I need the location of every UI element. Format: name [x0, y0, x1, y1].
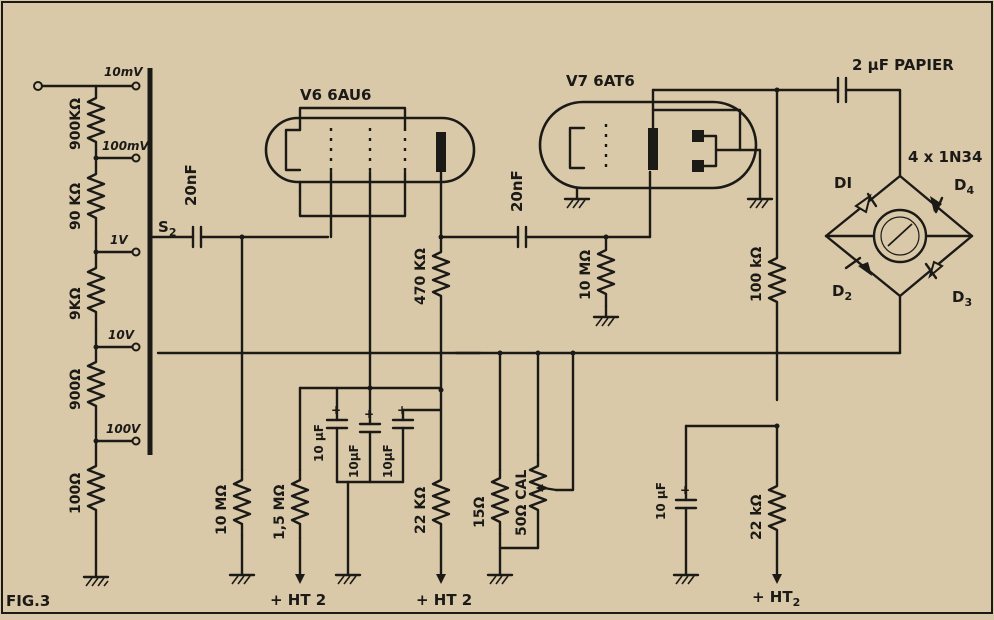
ground-right: [672, 573, 700, 585]
v7-stage: 20nF 10 MΩ V7 6AT6: [454, 56, 954, 609]
label-ht-b: + HT 2: [416, 591, 472, 609]
diode-plate-2: [692, 160, 704, 172]
ground-symbol: [82, 575, 110, 587]
label-r-grid: 10 MΩ: [214, 485, 230, 535]
tap-label-10mv: 10mV: [104, 65, 144, 79]
tap-100v[interactable]: [131, 436, 141, 446]
label-c-in: 20nF: [182, 164, 200, 206]
resistor-470k: [431, 235, 451, 312]
label-r-22k-right: 22 kΩ: [749, 494, 765, 540]
tube-v7: [538, 100, 758, 190]
label-d4: D4: [954, 176, 974, 197]
resistor-9k: [86, 250, 106, 332]
ground-v7cathode: [563, 197, 591, 209]
resistor-1m5: [290, 468, 310, 540]
plate-v6: [436, 132, 446, 172]
diode-d3: [924, 260, 944, 280]
tap-label-100v: 100V: [106, 422, 142, 436]
attenuator-ladder: 10mV 100mV 1V 10V 100V 900KΩ 90 KΩ 9KΩ 9…: [33, 65, 176, 587]
label-r-screen: 1,5 MΩ: [272, 484, 288, 540]
arrow-ht-b: [436, 574, 446, 584]
resistor-22k-left: [431, 468, 451, 540]
label-c10-3: 10µF: [381, 444, 395, 478]
label-9k: 9KΩ: [68, 287, 84, 320]
tap-label-10v: 10V: [108, 328, 136, 342]
meter-needle: [887, 223, 913, 247]
ground-cal: [486, 573, 514, 585]
diode-bridge: 4 x 1N34 DI D4 D2 D3: [824, 148, 982, 309]
tap-100mv[interactable]: [131, 153, 141, 163]
label-r-15: 15Ω: [472, 497, 488, 528]
v6-stage: 20nF 10 MΩ V6 6AU6: [148, 86, 520, 609]
diode-d1: [854, 192, 878, 214]
label-d3: D3: [952, 288, 972, 309]
label-c10-right: 10 µF: [654, 482, 668, 520]
ground-v7grid: [592, 315, 620, 327]
label-d1: DI: [834, 174, 852, 192]
ground-grid: [228, 573, 256, 585]
svg-text:+: +: [680, 483, 690, 497]
resistor-100k: [767, 248, 787, 316]
diode-d4: [930, 196, 944, 214]
label-900k: 900KΩ: [68, 98, 84, 150]
tap-10mv[interactable]: [131, 81, 141, 91]
svg-text:+: +: [397, 403, 407, 417]
ground-v7diode: [746, 197, 774, 209]
label-ht-c: + HT2: [752, 588, 800, 609]
label-c10-1: 10 µF: [312, 424, 326, 462]
resistor-900: [86, 345, 106, 426]
label-r-v7grid: 10 MΩ: [578, 250, 594, 300]
label-100: 100Ω: [68, 473, 84, 514]
label-90k: 90 KΩ: [68, 183, 84, 230]
resistor-900k: [86, 90, 106, 152]
resistor-90k: [86, 156, 106, 236]
resistor-10m-v7: [596, 235, 616, 308]
ground-caps: [334, 573, 362, 585]
diode-plate-1: [692, 130, 704, 142]
label-v6: V6 6AU6: [300, 86, 371, 104]
arrow-ht-a: [295, 574, 305, 584]
label-c10-2: 10µF: [347, 444, 361, 478]
label-v7: V7 6AT6: [566, 72, 635, 90]
label-900: 900Ω: [68, 369, 84, 410]
tap-label-100mv: 100mV: [102, 139, 151, 153]
figure-label: FIG.3: [6, 592, 50, 610]
bridge-frame: [824, 174, 974, 298]
label-ht-a: + HT 2: [270, 591, 326, 609]
label-r-plate: 470 KΩ: [413, 248, 429, 305]
label-cal: 50Ω CAL: [514, 470, 530, 536]
label-bridge: 4 x 1N34: [908, 148, 982, 166]
label-r-100k: 100 kΩ: [749, 247, 765, 302]
tap-label-1v: 1V: [110, 233, 129, 247]
diode-d2: [844, 256, 872, 276]
resistor-22k-right: [767, 474, 787, 544]
potentiometer-cal[interactable]: [528, 454, 548, 550]
label-c-couple: 20nF: [508, 170, 526, 212]
resistor-100: [86, 439, 106, 530]
resistor-10m-grid: [232, 468, 252, 538]
label-r-plate-dec: 22 KΩ: [413, 487, 429, 534]
resistor-15: [490, 468, 510, 536]
arrow-ht-c: [772, 574, 782, 584]
label-d2: D2: [832, 282, 852, 303]
svg-text:+: +: [331, 403, 341, 417]
label-c-out: 2 µF PAPIER: [852, 56, 954, 74]
tap-1v[interactable]: [131, 247, 141, 257]
tap-10v[interactable]: [131, 342, 141, 352]
svg-text:+: +: [364, 407, 374, 421]
switch-label: S2: [158, 218, 176, 239]
plate-v7: [648, 128, 658, 170]
